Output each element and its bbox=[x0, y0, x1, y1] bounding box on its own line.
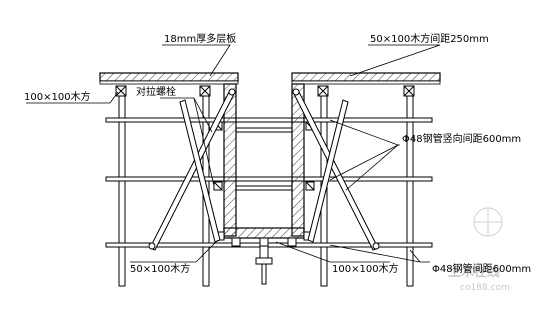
watermark-main: 土木在线 bbox=[448, 264, 500, 280]
label-pipe-spacing: Φ48钢管间距600mm bbox=[432, 262, 531, 275]
label-timber-left: 100×100木方 bbox=[24, 90, 91, 103]
watermark-sub: co188.com bbox=[460, 283, 510, 293]
label-joist-top: 50×100木方间距250mm bbox=[370, 32, 489, 45]
label-tie-bolt: 对拉螺栓 bbox=[136, 85, 176, 98]
labels: 18mm厚多层板 50×100木方间距250mm 100×100木方 对拉螺栓 … bbox=[24, 32, 531, 275]
diagonal-braces bbox=[148, 88, 380, 251]
label-plywood: 18mm厚多层板 bbox=[164, 32, 236, 45]
beam-formwork bbox=[223, 83, 305, 285]
right-slab-plywood bbox=[291, 72, 441, 82]
horizontal-pipes bbox=[105, 117, 433, 248]
beam-bottom bbox=[223, 227, 305, 239]
watermark-logo-icon bbox=[473, 207, 503, 237]
watermark: 土木在线 co188.com bbox=[448, 207, 510, 293]
right-slab bbox=[291, 72, 441, 85]
label-timber-bottom-mid: 100×100木方 bbox=[332, 262, 399, 275]
label-pipe-vertical: Φ48钢管竖向间距600mm bbox=[402, 132, 521, 145]
label-timber-bottom-left: 50×100木方 bbox=[130, 262, 190, 275]
leader-lines bbox=[26, 44, 441, 263]
left-slab-plywood bbox=[99, 72, 239, 82]
left-slab bbox=[99, 72, 239, 85]
